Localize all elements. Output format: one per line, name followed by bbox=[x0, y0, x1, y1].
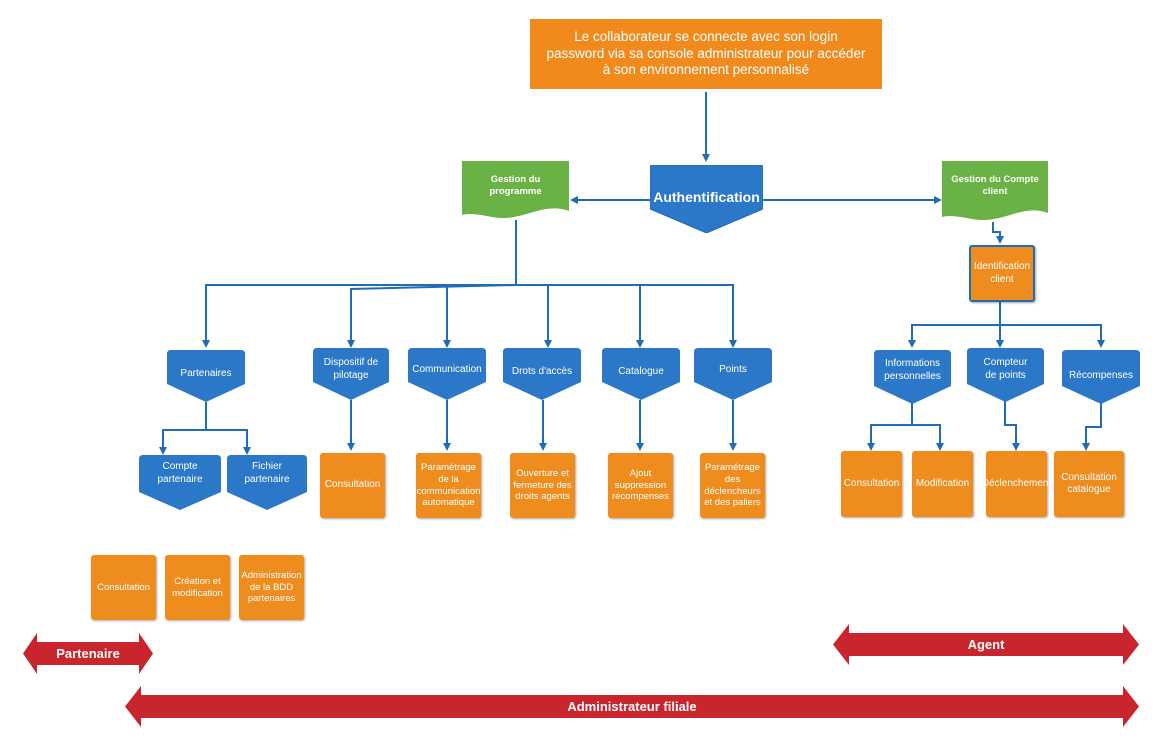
fichier-partenaire-label: Fichier partenaire bbox=[244, 461, 290, 485]
catalogue-label: Catalogue bbox=[618, 366, 664, 377]
identification-client-label: Identification client bbox=[973, 261, 1031, 285]
gestion-compte-label: Gestion du Compte client bbox=[951, 174, 1039, 197]
administration-bdd-box: Administration de la BDD partenaires bbox=[239, 555, 304, 620]
creation-modification-label: Création et modification bbox=[172, 575, 223, 599]
catalogue-node: Catalogue bbox=[602, 348, 680, 400]
ajout-suppression-box: Ajout suppression récompenses bbox=[608, 453, 673, 518]
consultation-catalogue-label: Consultation catalogue bbox=[1061, 471, 1117, 496]
parametrage-points-label: Paramétrage des déclencheurs et des pali… bbox=[704, 461, 761, 509]
declenchement-box: Déclenchement bbox=[982, 451, 1051, 517]
login-description-box: Le collaborateur se connecte avec son lo… bbox=[530, 19, 882, 89]
fichier-partenaire-node: Fichier partenaire bbox=[227, 455, 307, 510]
parametrage-points-box: Paramétrage des déclencheurs et des pali… bbox=[700, 453, 765, 518]
recompenses-label: Récompenses bbox=[1069, 370, 1133, 381]
ajout-suppression-label: Ajout suppression récompenses bbox=[611, 467, 670, 503]
points-label: Points bbox=[719, 364, 747, 375]
consultation-catalogue-box: Consultation catalogue bbox=[1054, 451, 1124, 517]
compte-partenaire-node: Compte partenaire bbox=[139, 455, 221, 510]
compte-consultation-box: Consultation bbox=[841, 451, 902, 517]
administration-bdd-label: Administration de la BDD partenaires bbox=[241, 569, 302, 605]
login-description-text: Le collaborateur se connecte avec son lo… bbox=[546, 28, 866, 78]
authentification-node: Authentification bbox=[650, 165, 763, 233]
declenchement-label: Déclenchement bbox=[981, 477, 1052, 489]
informations-personnelles-node: Informations personnelles bbox=[874, 350, 951, 404]
dispositif-label: Dispositif de pilotage bbox=[323, 357, 379, 381]
authentification-label: Authentification bbox=[653, 189, 760, 205]
parametrage-communication-box: Paramétrage de la communication automati… bbox=[416, 453, 481, 518]
agent-band: Agent bbox=[833, 624, 1139, 665]
identification-client-box: Identification client bbox=[969, 245, 1035, 302]
ouverture-droits-box: Ouverture et fermeture des droits agents bbox=[510, 453, 575, 518]
modification-box: Modification bbox=[912, 451, 973, 517]
partenaire-band: Partenaire bbox=[23, 633, 153, 674]
compteur-points-node: Compteur de points bbox=[967, 348, 1044, 402]
points-node: Points bbox=[694, 348, 772, 400]
partenaire-band-label: Partenaire bbox=[56, 646, 120, 661]
partenaires-node: Partenaires bbox=[167, 350, 245, 402]
creation-modification-box: Création et modification bbox=[165, 555, 230, 620]
recompenses-node: Récompenses bbox=[1062, 350, 1140, 404]
dispositif-node: Dispositif de pilotage bbox=[313, 348, 389, 400]
droits-acces-label: Drots d'accès bbox=[511, 366, 573, 377]
communication-label: Communication bbox=[412, 364, 482, 375]
ouverture-droits-label: Ouverture et fermeture des droits agents bbox=[513, 467, 572, 503]
partenaire-consultation-label: Consultation bbox=[97, 581, 150, 593]
communication-node: Communication bbox=[408, 348, 486, 400]
compte-partenaire-label: Compte partenaire bbox=[157, 461, 203, 485]
partenaire-consultation-box: Consultation bbox=[91, 555, 156, 620]
partenaires-label: Partenaires bbox=[180, 368, 232, 379]
gestion-compte-node: Gestion du Compte client bbox=[942, 161, 1048, 223]
informations-personnelles-label: Informations personnelles bbox=[884, 358, 941, 382]
administrateur-band-label: Administrateur filiale bbox=[567, 699, 697, 714]
dispositif-consultation-label: Consultation bbox=[324, 479, 381, 491]
compte-consultation-label: Consultation bbox=[843, 477, 900, 489]
compteur-points-label: Compteur de points bbox=[983, 357, 1028, 381]
agent-band-label: Agent bbox=[967, 637, 1005, 652]
administrateur-band: Administrateur filiale bbox=[125, 686, 1139, 727]
dispositif-consultation-box: Consultation bbox=[320, 453, 385, 518]
gestion-programme-label: Gestion du programme bbox=[489, 174, 542, 197]
parametrage-communication-label: Paramétrage de la communication automati… bbox=[416, 461, 481, 509]
gestion-programme-node: Gestion du programme bbox=[462, 161, 569, 221]
modification-label: Modification bbox=[915, 477, 970, 489]
droits-acces-node: Drots d'accès bbox=[503, 348, 581, 400]
